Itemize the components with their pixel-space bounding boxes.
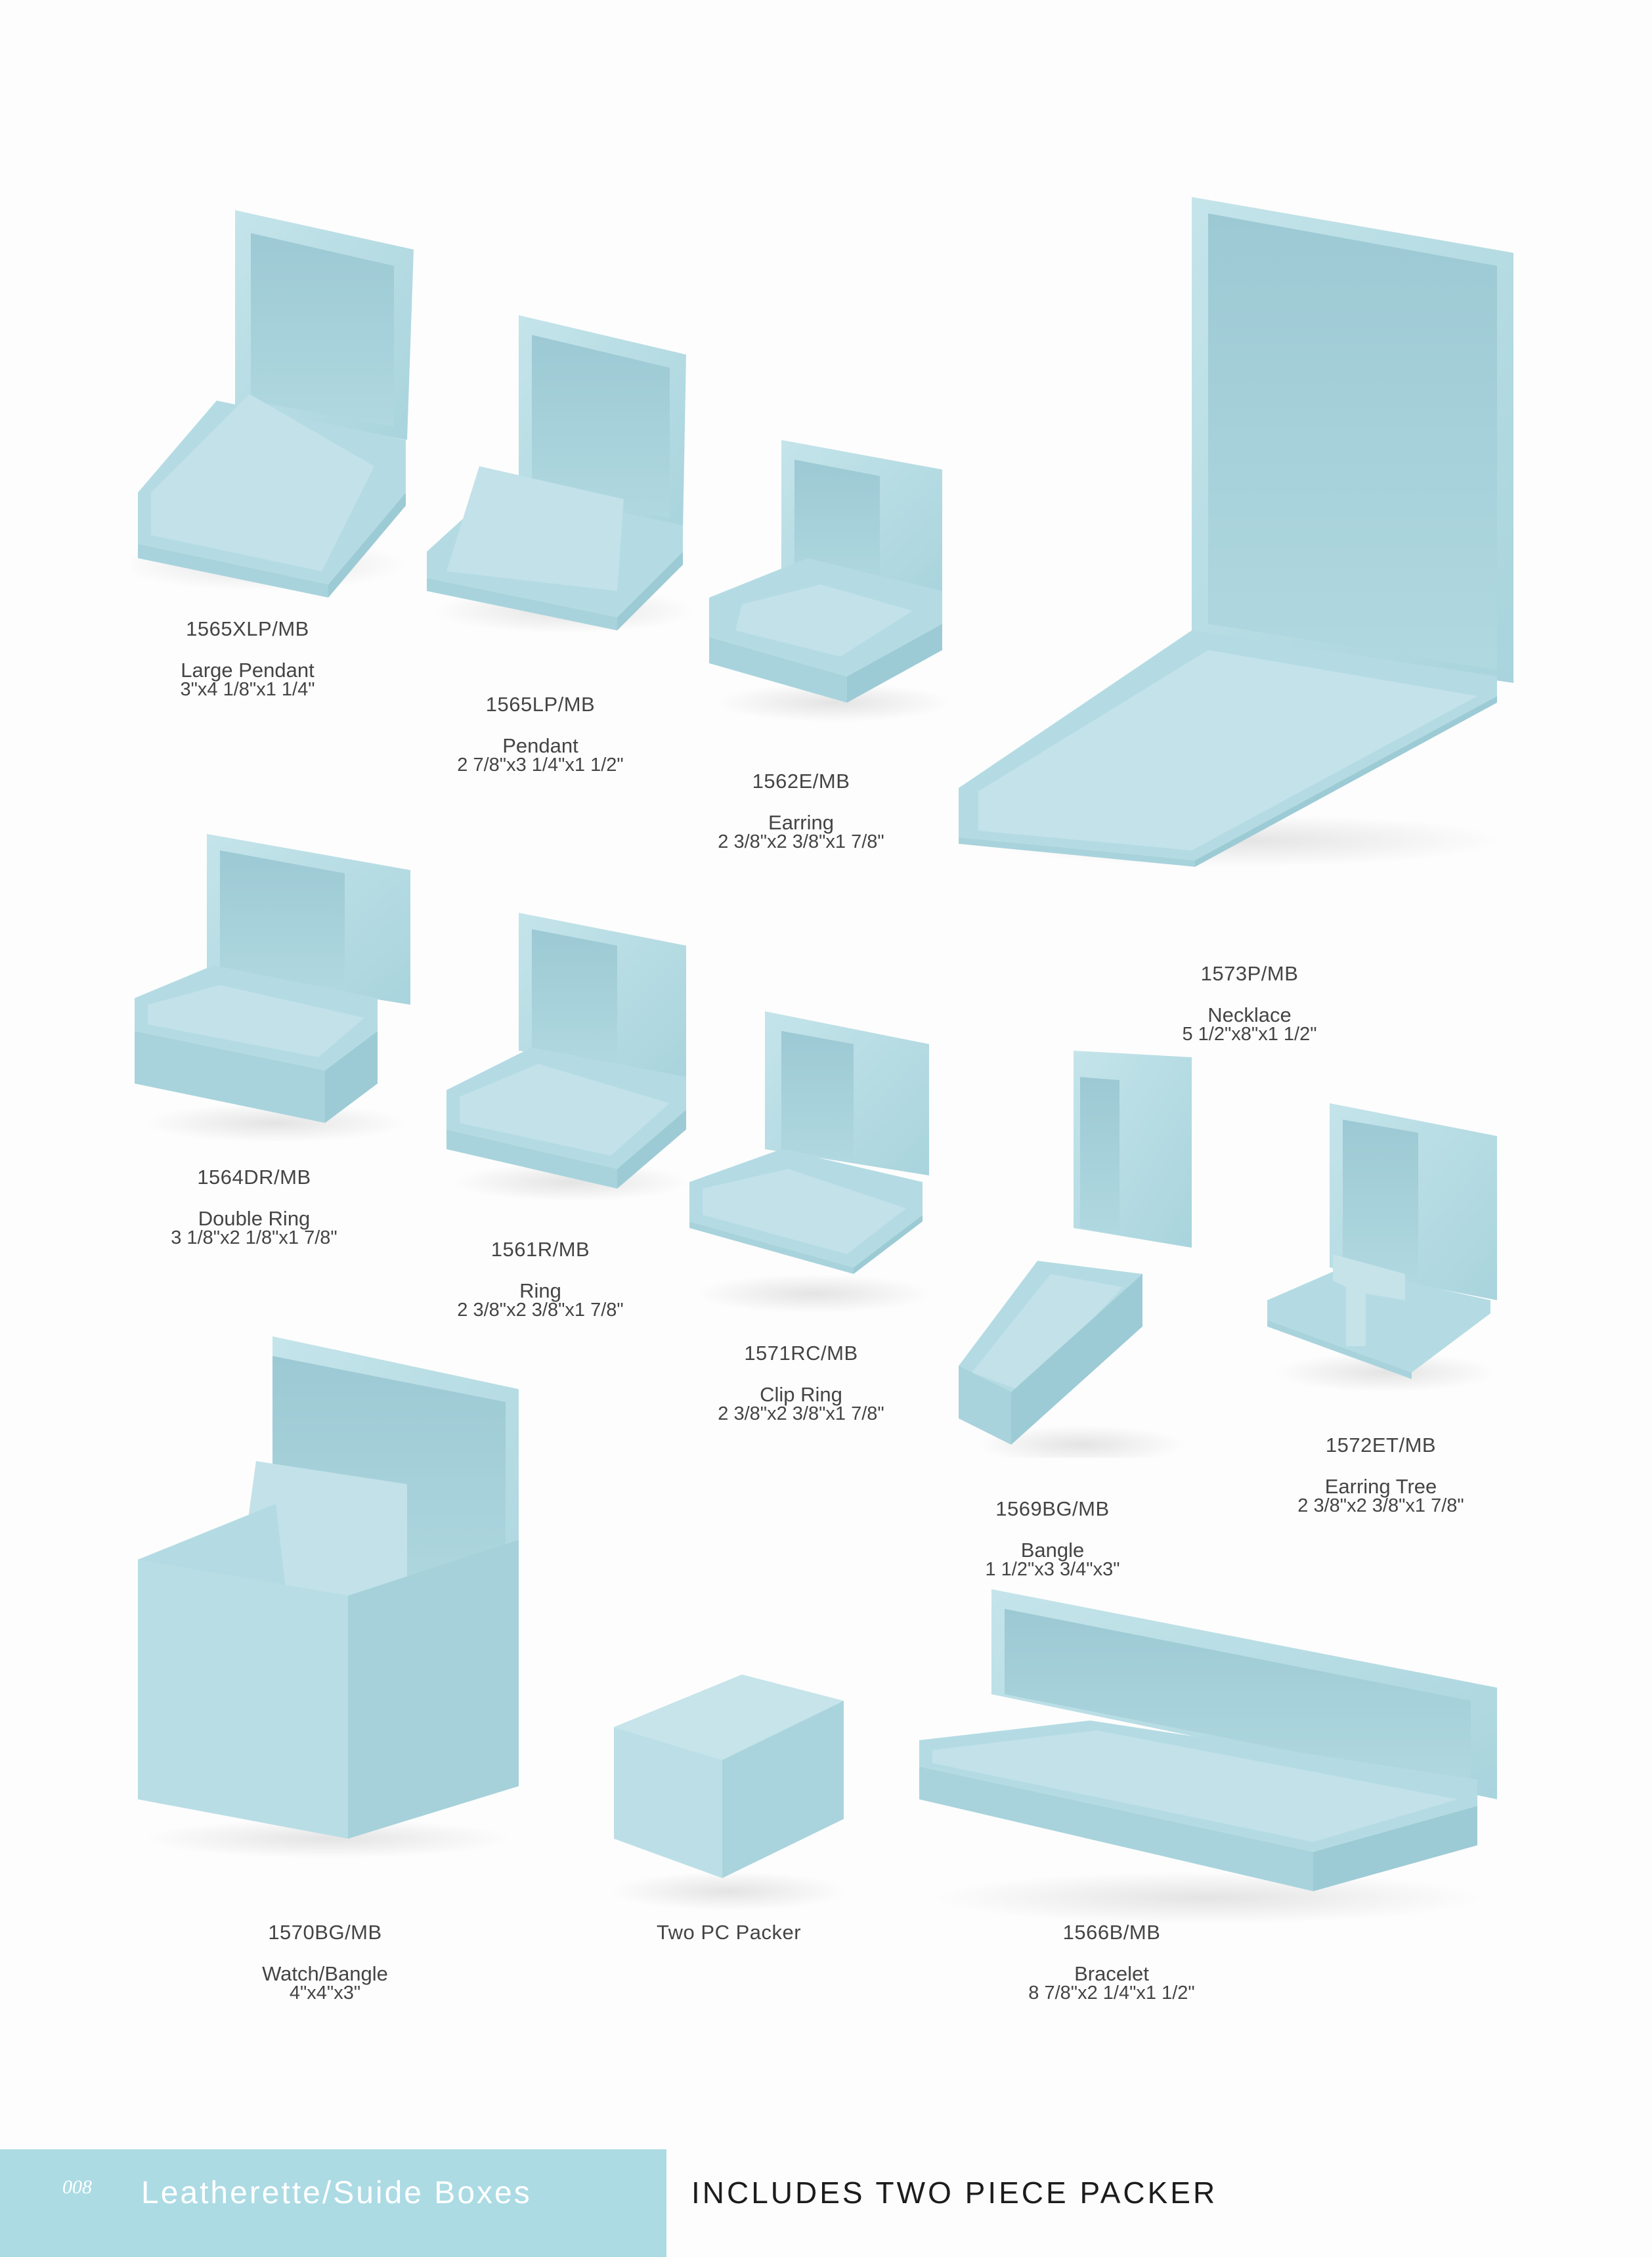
product-dimensions: 5 1/2"x8"x1 1/2" — [1182, 1024, 1317, 1045]
product-dimensions: 2 3/8"x2 3/8"x1 7/8" — [1297, 1495, 1464, 1516]
product-name: Earring Tree — [1324, 1475, 1437, 1498]
product-dimensions: 4"x4"x3" — [289, 1983, 361, 2004]
two-piece-packer-image — [611, 1675, 847, 1911]
tagline: INCLUDES TWO PIECE PACKER — [691, 2176, 1218, 2210]
product-code: 1565LP/MB — [485, 693, 596, 716]
product-code: 1570BG/MB — [268, 1921, 382, 1944]
necklace-box-image — [959, 197, 1513, 867]
large-pendant-box-image — [131, 210, 414, 598]
product-name: Ring — [519, 1279, 561, 1302]
product-dimensions: 3 1/8"x2 1/8"x1 7/8" — [171, 1227, 337, 1248]
product-code: 1564DR/MB — [197, 1166, 311, 1189]
product-code: 1561R/MB — [490, 1238, 590, 1261]
product-name: Two PC Packer — [656, 1921, 802, 1944]
product-dimensions: 8 7/8"x2 1/4"x1 1/2" — [1028, 1983, 1195, 2004]
section-title: Leatherette/Suide Boxes — [141, 2176, 532, 2210]
clip-ring-box-image — [689, 1011, 932, 1313]
product-name: Clip Ring — [760, 1383, 842, 1406]
product-code: 1571RC/MB — [744, 1342, 858, 1365]
product-name: Bracelet — [1074, 1962, 1149, 1985]
product-name: Large Pendant — [181, 659, 315, 682]
product-code: 1573P/MB — [1200, 962, 1299, 985]
earring-tree-box-image — [1267, 1103, 1497, 1392]
bangle-box-image — [959, 1051, 1192, 1458]
product-dimensions: 2 3/8"x2 3/8"x1 7/8" — [718, 831, 884, 852]
page-number: 008 — [62, 2176, 92, 2198]
product-name: Earring — [768, 811, 834, 834]
pendant-box-image — [427, 315, 696, 634]
earring-box-image — [709, 440, 952, 722]
product-dimensions: 2 3/8"x2 3/8"x1 7/8" — [718, 1403, 884, 1424]
product-name: Bangle — [1020, 1539, 1085, 1562]
product-name: Pendant — [502, 734, 578, 757]
product-name: Watch/Bangle — [262, 1962, 388, 1985]
double-ring-box-image — [135, 834, 410, 1143]
product-name: Necklace — [1207, 1003, 1292, 1026]
product-name: Double Ring — [198, 1207, 311, 1230]
product-code: 1566B/MB — [1062, 1921, 1161, 1944]
footer-band — [0, 2149, 666, 2257]
product-code: 1569BG/MB — [995, 1497, 1110, 1520]
product-dimensions: 2 3/8"x2 3/8"x1 7/8" — [457, 1300, 624, 1321]
bracelet-box-image — [919, 1589, 1497, 1924]
watch-bangle-box-image — [138, 1336, 519, 1858]
product-code: 1572ET/MB — [1325, 1434, 1437, 1457]
product-dimensions: 1 1/2"x3 3/4"x3" — [985, 1559, 1120, 1580]
product-dimensions: 2 7/8"x3 1/4"x1 1/2" — [457, 755, 624, 776]
product-code: 1565XLP/MB — [186, 617, 309, 640]
product-code: 1562E/MB — [752, 770, 850, 793]
ring-box-image — [446, 913, 689, 1202]
product-dimensions: 3"x4 1/8"x1 1/4" — [180, 679, 315, 700]
